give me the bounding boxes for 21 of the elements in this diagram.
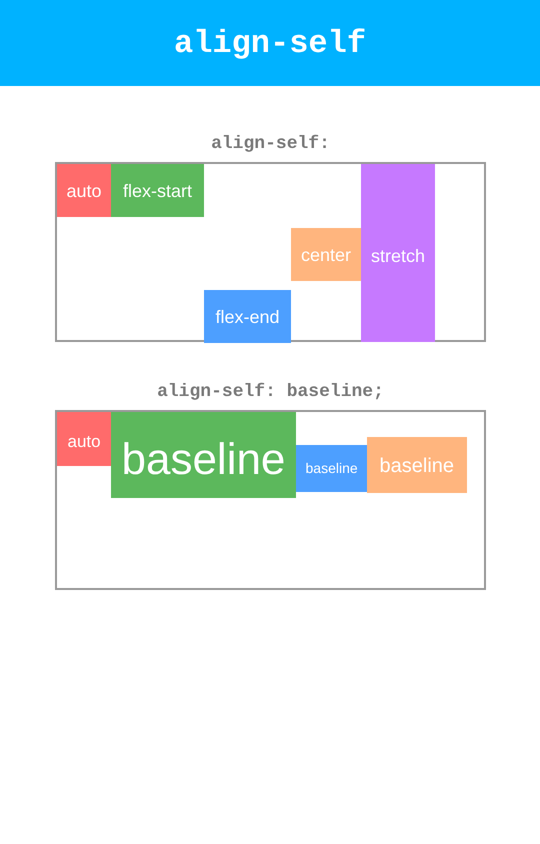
item-label: flex-end — [216, 308, 280, 326]
item-label: flex-start — [123, 182, 192, 200]
page-title: align-self — [172, 26, 368, 62]
container-heading: align-self: — [210, 134, 331, 154]
item-label: baseline — [380, 456, 454, 476]
flex-item — [367, 437, 467, 493]
container-heading: align-self: baseline; — [156, 382, 385, 402]
flex-item — [57, 164, 111, 217]
flex-item — [291, 228, 361, 281]
flex-item — [111, 412, 296, 498]
flex-item — [361, 164, 435, 342]
item-label: auto — [68, 433, 101, 450]
flex-item — [296, 445, 367, 492]
item-label: baseline — [306, 461, 358, 475]
flex-item — [204, 290, 291, 343]
item-label: auto — [66, 182, 102, 200]
item-label: center — [301, 246, 352, 264]
flex-item — [111, 164, 204, 217]
item-label: stretch — [371, 247, 426, 265]
flex-item — [57, 412, 111, 466]
item-label: baseline — [122, 438, 286, 482]
